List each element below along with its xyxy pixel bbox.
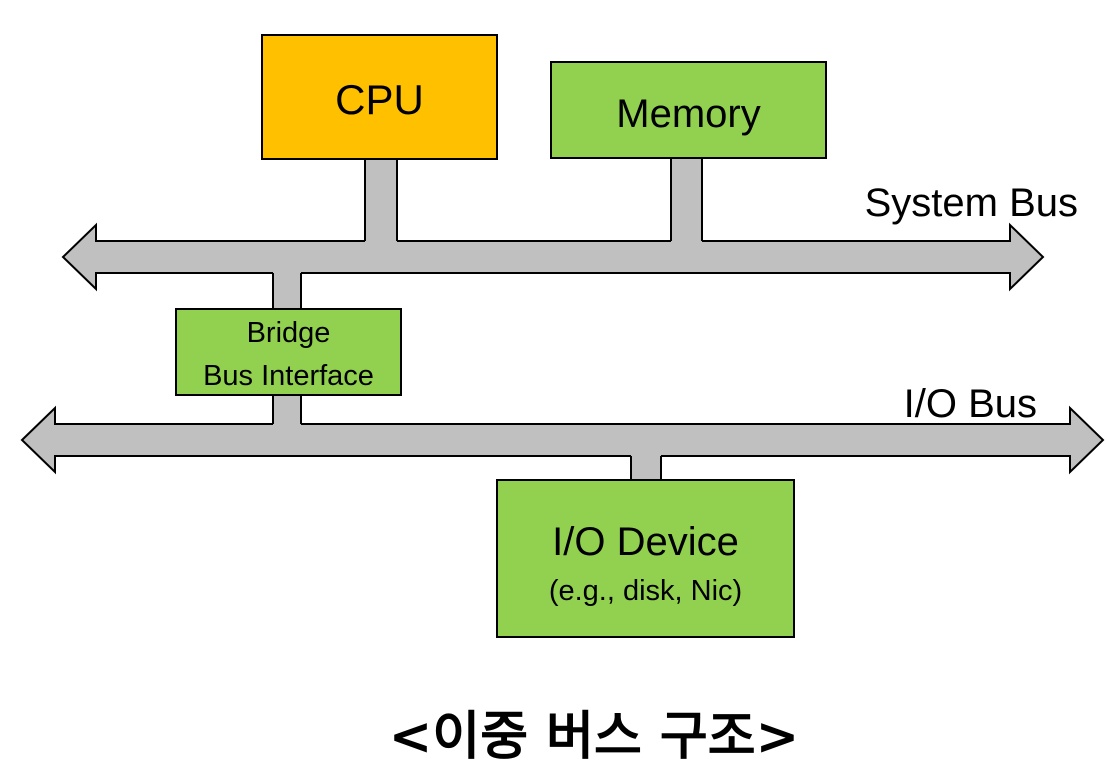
io-bus-label: I/O Bus <box>904 382 1037 426</box>
diagram-caption: <이중 버스 구조> <box>389 707 799 767</box>
memory-bus-connector <box>671 158 702 243</box>
io-device-connector <box>631 454 661 481</box>
io-device-label-line1: I/O Device <box>552 520 739 564</box>
io-device-label-line2: (e.g., disk, Nic) <box>549 575 742 607</box>
bridge-bottom-connector <box>273 394 301 426</box>
cpu-label: CPU <box>335 76 424 123</box>
bridge-top-connector <box>273 271 301 310</box>
cpu-bus-connector <box>365 159 397 243</box>
io-device-box: I/O Device (e.g., disk, Nic) <box>496 479 795 638</box>
cpu-box: CPU <box>261 34 498 160</box>
bridge-label-line1: Bridge <box>247 317 331 349</box>
memory-label: Memory <box>616 92 760 136</box>
memory-box: Memory <box>550 61 827 159</box>
system-bus-arrow <box>61 222 1045 292</box>
bridge-box: Bridge Bus Interface <box>175 308 402 396</box>
system-bus-label: System Bus <box>865 181 1078 225</box>
bridge-label-line2: Bus Interface <box>203 360 374 392</box>
